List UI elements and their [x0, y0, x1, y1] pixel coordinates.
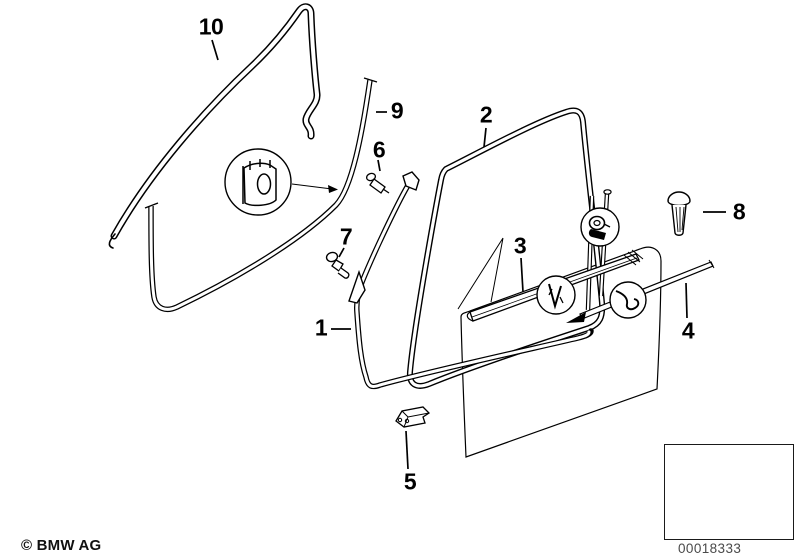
callout-label-5[interactable]: 5	[403, 468, 417, 495]
part-rivet-7	[325, 251, 350, 279]
clip-icon	[588, 215, 611, 240]
callout-label-7[interactable]: 7	[339, 223, 353, 250]
part-clip-6	[365, 172, 390, 194]
v-clip-icon	[548, 283, 564, 310]
part-door-frame-seal	[108, 3, 321, 249]
diagram-part-number: 00018333	[678, 541, 742, 556]
callout-label-4[interactable]: 4	[681, 317, 695, 344]
fastener-clip-circle	[580, 207, 620, 247]
part-lower-door-seal	[348, 171, 594, 390]
callout-label-10[interactable]: 10	[198, 13, 224, 40]
window-triangle	[457, 237, 504, 310]
part-window-slot-seal	[144, 77, 378, 312]
spring-clip-circle	[536, 275, 576, 315]
callout-leader-lines	[211, 39, 726, 470]
callout-label-8[interactable]: 8	[732, 198, 746, 225]
car-thumbnail-box[interactable]	[664, 444, 794, 540]
seal-profile-detail-circle	[224, 148, 338, 216]
callout-label-2[interactable]: 2	[479, 101, 493, 128]
door-panel-outline	[460, 246, 662, 458]
seal-cross-section-icon	[242, 159, 277, 207]
detail-pointer-arrow	[291, 183, 338, 193]
callout-label-6[interactable]: 6	[372, 136, 386, 163]
callout-label-1[interactable]: 1	[314, 314, 328, 341]
copyright-text: © BMW AG	[21, 537, 102, 554]
trim-profile-icon	[615, 290, 640, 311]
callout-label-9[interactable]: 9	[390, 97, 404, 124]
part-bracket-5	[395, 406, 431, 428]
part-door-window-frame-seal	[406, 107, 606, 389]
trim-profile-circle	[609, 281, 647, 319]
callout-label-3[interactable]: 3	[513, 232, 527, 259]
part-expanding-plug-8	[667, 191, 691, 236]
